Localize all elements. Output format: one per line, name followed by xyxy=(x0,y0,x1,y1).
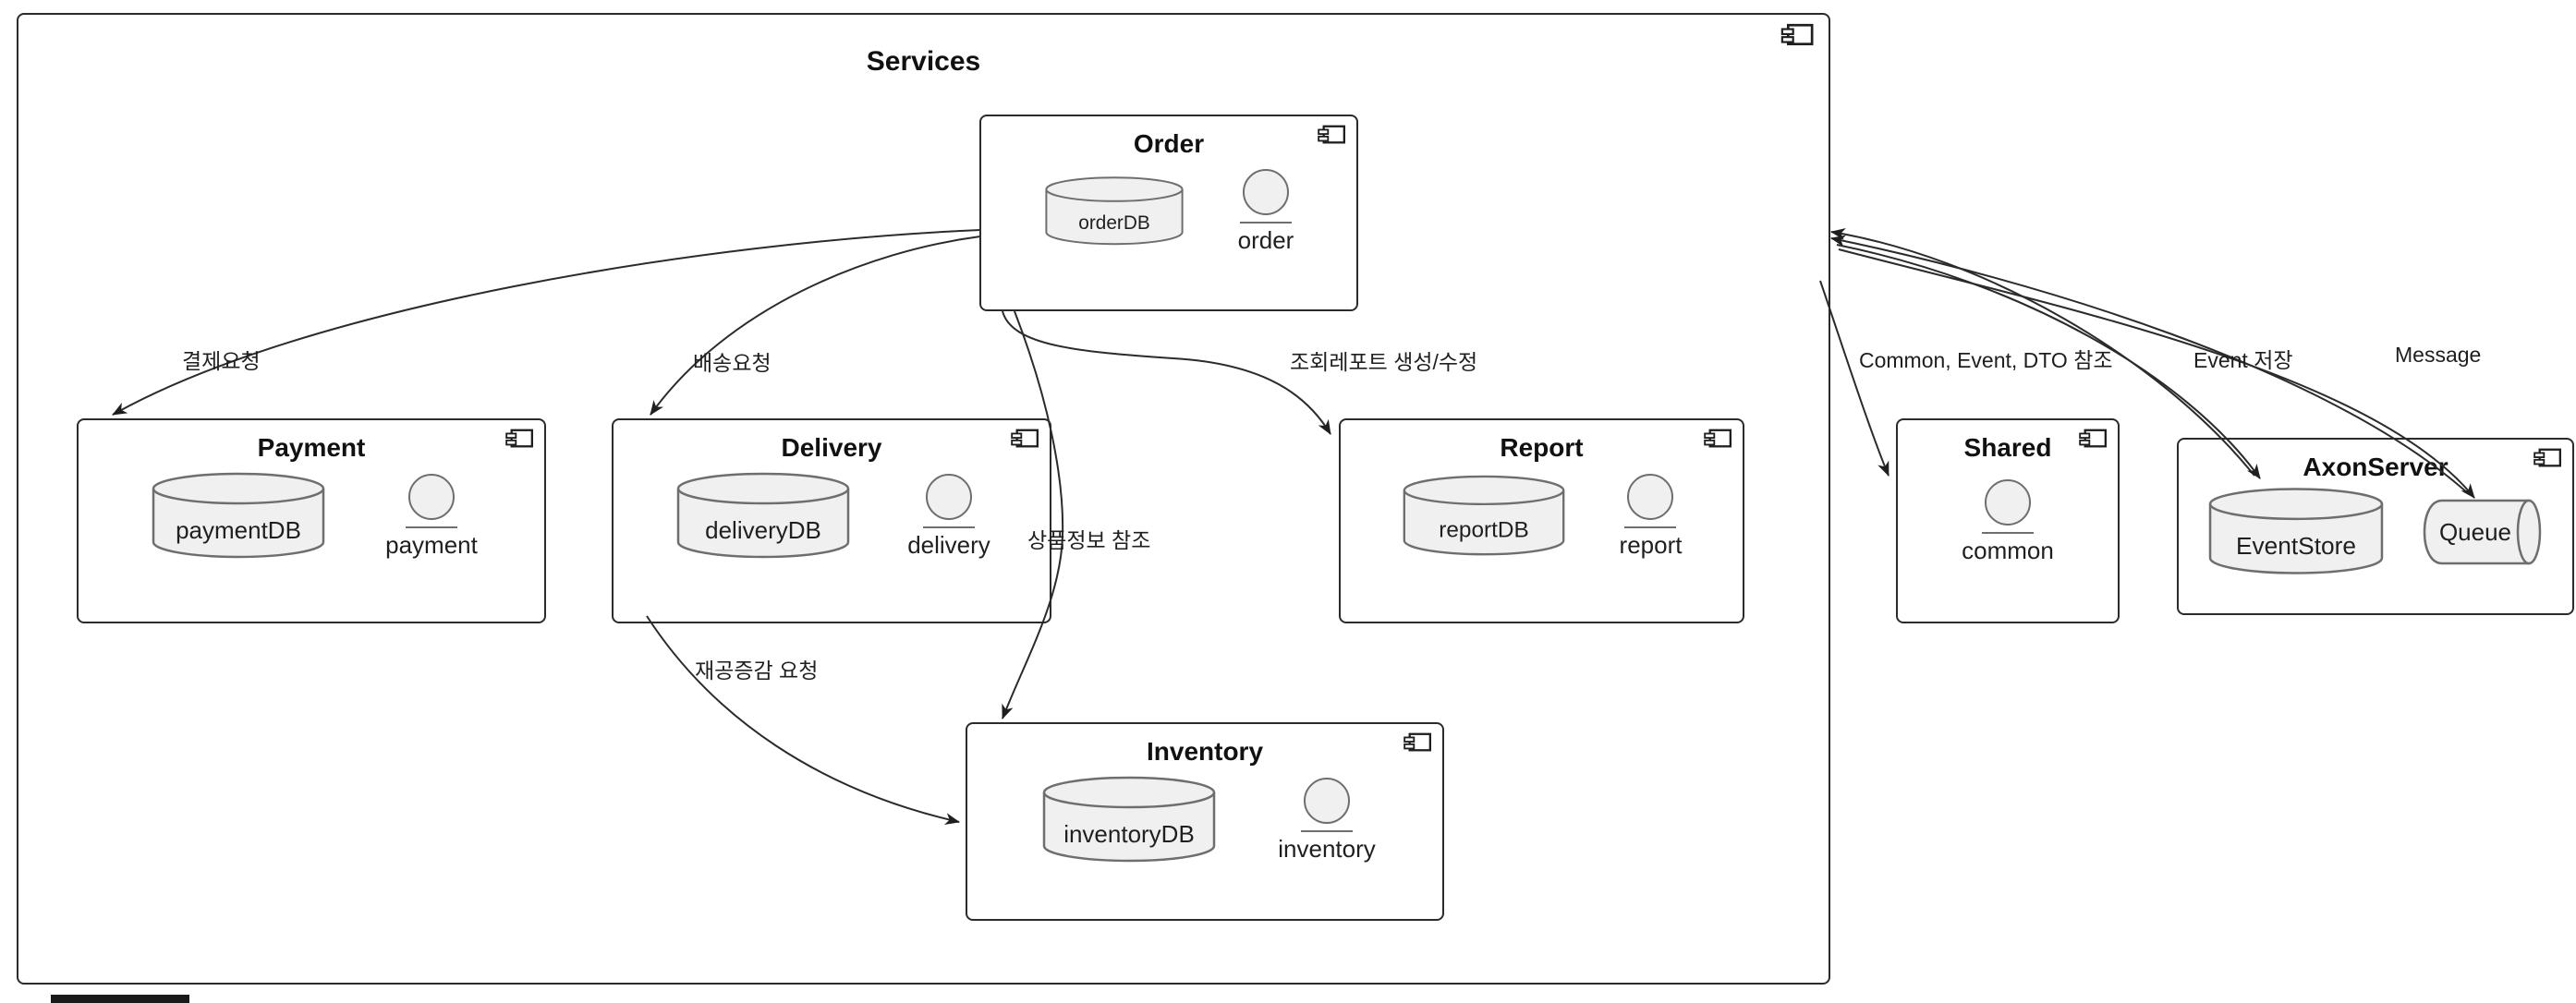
component-icon xyxy=(1780,23,1814,46)
interface-label: payment xyxy=(385,530,478,559)
package-title: Services xyxy=(866,46,981,77)
interface-underline xyxy=(1301,829,1353,832)
component-shared: Shared common xyxy=(1896,418,2120,623)
component-icon xyxy=(1403,732,1432,752)
component-title: Payment xyxy=(257,433,366,462)
database-label: paymentDB xyxy=(176,516,301,544)
component-report: Report reportDB report xyxy=(1339,418,1744,623)
interface-underline xyxy=(1624,526,1677,528)
interface-inventory: inventory xyxy=(1278,777,1376,864)
edge-label-services-shared: Common, Event, DTO 참조 xyxy=(1859,348,2113,372)
interface-circle-icon xyxy=(1627,473,1674,520)
interface-circle-icon xyxy=(1242,168,1289,215)
component-title: Report xyxy=(1500,433,1584,462)
component-icon xyxy=(1704,429,1732,448)
interface-label: delivery xyxy=(907,530,990,559)
component-icon xyxy=(2079,429,2107,448)
interface-payment: payment xyxy=(385,473,478,560)
interface-underline xyxy=(923,526,975,528)
component-icon xyxy=(1011,429,1039,448)
database-inventorydb: inventoryDB xyxy=(1043,776,1216,863)
interface-circle-icon xyxy=(407,473,455,520)
interface-underline xyxy=(1981,532,2034,534)
interface-label: inventory xyxy=(1278,834,1376,863)
edge-label-order-inventory: 상품정보 참조 xyxy=(1027,528,1151,552)
component-icon xyxy=(1318,125,1346,144)
edge-label-services-queue: Message xyxy=(2395,343,2482,367)
component-axonserver: AxonServer EventStore Queue xyxy=(2177,438,2574,615)
interface-label: common xyxy=(1962,537,2054,564)
edge-label-order-report: 조회레포트 생성/수정 xyxy=(1290,350,1478,374)
database-orderdb: orderDB xyxy=(1045,176,1184,246)
interface-circle-icon xyxy=(926,473,972,520)
component-title: Order xyxy=(1133,129,1205,158)
interface-underline xyxy=(405,526,457,528)
scrollbar-fragment xyxy=(51,995,189,1003)
component-title: AxonServer xyxy=(2303,453,2448,481)
edge-services-shared xyxy=(1819,280,1889,477)
database-eventstore: EventStore xyxy=(2208,488,2384,574)
interface-label: report xyxy=(1619,530,1683,559)
database-label: orderDB xyxy=(1078,212,1149,234)
component-order: Order orderDB order xyxy=(979,115,1358,311)
component-payment: Payment paymentDB payment xyxy=(77,418,546,623)
queue-label: Queue xyxy=(2439,518,2511,546)
database-paymentdb: paymentDB xyxy=(152,472,325,559)
component-icon xyxy=(2533,448,2561,467)
database-label: deliveryDB xyxy=(705,516,821,544)
interface-report: report xyxy=(1619,473,1683,560)
component-title: Delivery xyxy=(781,433,882,462)
interface-label: order xyxy=(1237,225,1294,254)
component-icon xyxy=(505,429,533,448)
database-label: reportDB xyxy=(1439,517,1528,542)
interface-common: common xyxy=(1962,479,2054,565)
database-label: EventStore xyxy=(2236,532,2356,560)
database-reportdb: reportDB xyxy=(1403,475,1564,556)
interface-order: order xyxy=(1237,168,1294,255)
edge-label-delivery-inventory: 재공증감 요청 xyxy=(695,659,819,683)
component-inventory: Inventory inventoryDB inventory xyxy=(966,722,1444,921)
interface-circle-icon xyxy=(1304,777,1350,824)
queue-shape: Queue xyxy=(2423,499,2542,565)
edge-label-order-payment: 결제요청 xyxy=(182,349,261,373)
edge-label-order-delivery: 배송요청 xyxy=(693,351,772,375)
interface-circle-icon xyxy=(1984,479,2031,526)
component-title: Inventory xyxy=(1146,737,1264,766)
interface-underline xyxy=(1239,221,1292,224)
edge-label-services-eventstore: Event 저장 xyxy=(2193,348,2293,372)
interface-delivery: delivery xyxy=(907,473,990,560)
database-label: inventoryDB xyxy=(1063,820,1195,848)
database-deliverydb: deliveryDB xyxy=(676,472,850,559)
component-delivery: Delivery deliveryDB delivery xyxy=(612,418,1051,623)
